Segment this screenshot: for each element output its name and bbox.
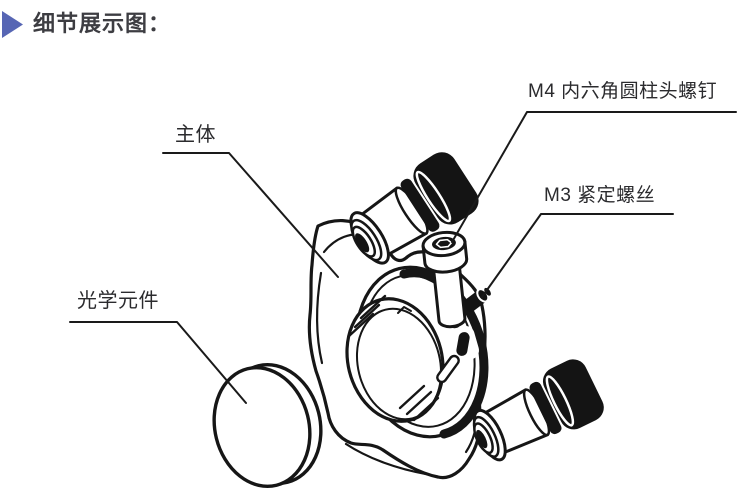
bore-notch-mark (397, 306, 412, 314)
leader-m4-screw (451, 111, 737, 243)
section-header: 细节展示图： (2, 11, 171, 38)
knob-cap-highlight (545, 375, 575, 427)
knob-cap-highlight (415, 170, 452, 223)
label-m4-screw: M4 内六角圆柱头螺钉 (528, 81, 718, 102)
plate-inner-edge-bottom (344, 442, 428, 476)
optic-face (212, 365, 312, 489)
optic-retaining-ring (345, 265, 489, 439)
m3-screw-tip (484, 287, 491, 296)
rim-bar-slot (436, 354, 460, 384)
label-optical-element: 光学元件 (77, 290, 159, 312)
bore-thread-hatch-lower (398, 384, 440, 422)
knob-bushing-core (476, 429, 488, 449)
label-main-body: 主体 (175, 124, 216, 146)
leader-main-body (162, 152, 339, 278)
bullet-triangle-icon (2, 11, 23, 38)
knob-base-ring (400, 178, 440, 232)
rim-slot-hole (456, 332, 470, 356)
knob-knurled-cap (413, 152, 479, 225)
leader-m3-set-screw (481, 213, 674, 298)
page-title: 细节展示图： (33, 11, 172, 37)
ring-bore-depth (355, 307, 443, 421)
optical-element-disc (212, 362, 323, 489)
ring-side-wall (399, 268, 489, 439)
plate-inner-edge-left (315, 271, 324, 365)
bottom-adjustment-knob (472, 359, 604, 462)
leader-optical-element (69, 321, 247, 404)
knob-bushing-core (355, 233, 370, 253)
bore-thread-hatch-upper (347, 294, 387, 338)
m4-hex-outline (435, 238, 453, 249)
top-adjustment-knob (349, 152, 479, 265)
knob-base-ring (529, 381, 562, 435)
label-m3-set-screw: M3 紧定螺丝 (544, 185, 656, 206)
leader-lines (69, 111, 737, 404)
m4-hex-socket (431, 236, 456, 251)
